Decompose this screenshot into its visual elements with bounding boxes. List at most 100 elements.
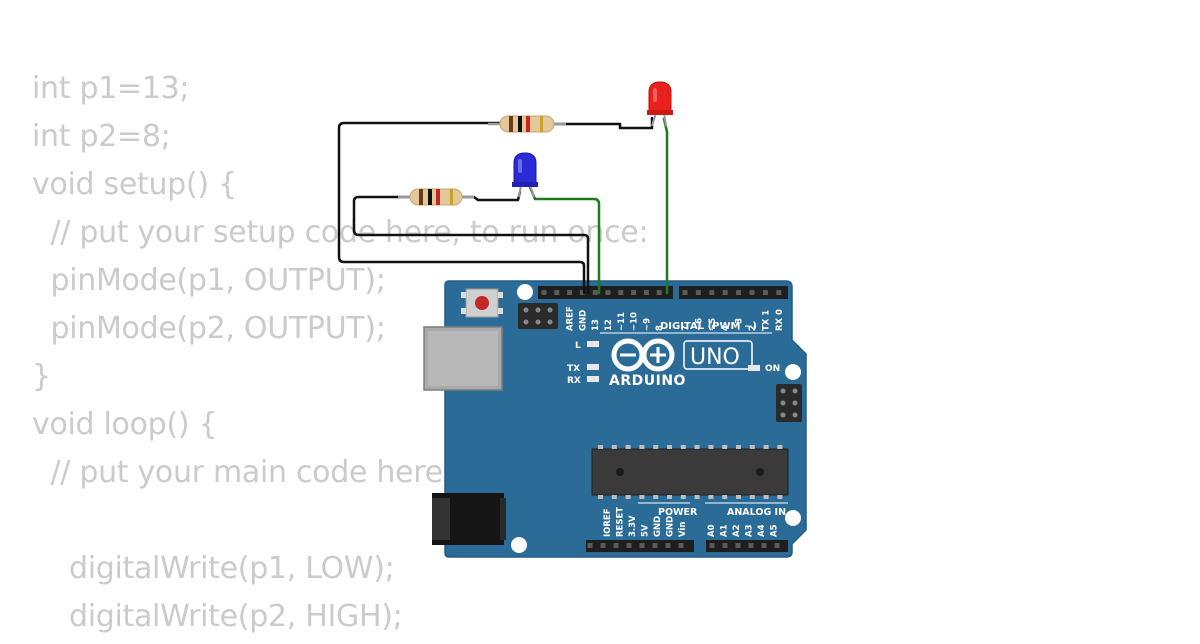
pin-label: 13 [591, 319, 601, 331]
pin-label: GND [666, 516, 676, 537]
header-pin[interactable] [631, 290, 637, 295]
icsp-header-right [776, 384, 802, 422]
header-pin[interactable] [613, 543, 619, 548]
header-pin[interactable] [748, 543, 754, 548]
code-line: digitalWrite(p2, HIGH); [32, 599, 403, 634]
pin-label: A4 [757, 524, 767, 537]
reset-button-cap[interactable] [475, 296, 489, 310]
pin-label: 2 [748, 325, 758, 331]
code-line: // put your main code here [32, 455, 443, 490]
header-pin[interactable] [605, 290, 611, 295]
header-pin[interactable] [541, 290, 547, 295]
pin-label: ~5 [708, 318, 718, 331]
header-pin[interactable] [639, 543, 645, 548]
code-line: void setup() { [32, 167, 237, 202]
pin-label: ~6 [694, 318, 704, 331]
pin-label: ~3 [735, 318, 745, 331]
header-pin[interactable] [762, 290, 768, 295]
digital-header-right[interactable] [679, 286, 788, 299]
pin-label: 5V [641, 524, 651, 537]
header-pin[interactable] [682, 290, 688, 295]
header-pin[interactable] [665, 543, 671, 548]
analog-label: ANALOG IN [727, 507, 786, 518]
pin-label: Vin [678, 522, 688, 537]
pin-label: GND [653, 516, 663, 537]
header-pin[interactable] [554, 290, 560, 295]
atmega-chip [591, 448, 789, 496]
code-editor-text: int p1=13; int p2=8; void setup() { // p… [32, 62, 649, 638]
mounting-hole [785, 364, 801, 380]
pin-label: 7 [681, 325, 691, 331]
wire-green-pin8[interactable] [662, 117, 669, 295]
resistor-red-led[interactable] [488, 115, 566, 133]
resistor-blue-led[interactable] [398, 188, 474, 206]
model-label: UNO [690, 345, 740, 370]
mounting-hole [785, 510, 801, 526]
code-line: digitalWrite(p1, LOW); [32, 551, 395, 586]
wire-green-pin13[interactable] [528, 185, 601, 295]
pin-label: A3 [745, 524, 755, 537]
pin-label: 3.3V [628, 515, 638, 537]
pin-label: AREF [566, 306, 576, 331]
red-led[interactable] [647, 81, 673, 127]
pin-label: RESET [616, 507, 626, 537]
pin-label: 4 [721, 325, 731, 331]
header-pin[interactable] [722, 290, 728, 295]
pin-label: 8 [655, 325, 665, 331]
digital-label: DIGITAL (PWM ~) [660, 321, 757, 332]
code-line: pinMode(p2, OUTPUT); [32, 311, 386, 346]
rx-led [587, 376, 599, 382]
header-pin[interactable] [656, 290, 662, 295]
header-pin[interactable] [652, 543, 658, 548]
pin-label: A1 [720, 524, 730, 537]
pin-label: GND [578, 310, 588, 331]
header-pin[interactable] [626, 543, 632, 548]
header-pin[interactable] [592, 290, 598, 295]
header-pin[interactable] [774, 543, 780, 548]
header-pin[interactable] [709, 543, 715, 548]
header-pin[interactable] [749, 290, 755, 295]
tx-led [587, 364, 599, 370]
on-led [748, 365, 760, 371]
l-led [587, 341, 599, 347]
code-line: int p2=8; [32, 119, 171, 154]
header-pin[interactable] [587, 543, 593, 548]
header-pin[interactable] [709, 290, 715, 295]
mounting-hole [517, 284, 533, 300]
icsp-header [518, 303, 558, 329]
header-pin[interactable] [643, 290, 649, 295]
wire-black-red-led[interactable] [552, 116, 654, 130]
code-line: int p1=13; [32, 71, 190, 106]
blue-led[interactable] [512, 152, 538, 198]
pin-label: ~9 [642, 318, 652, 331]
header-pin[interactable] [722, 543, 728, 548]
header-pin[interactable] [776, 290, 782, 295]
header-pin[interactable] [735, 543, 741, 548]
header-pin[interactable] [761, 543, 767, 548]
code-line: void loop() { [32, 407, 218, 442]
pin-label: 12 [604, 319, 614, 331]
l-led-label: L [575, 341, 581, 351]
header-pin[interactable] [567, 290, 573, 295]
pin-label: A2 [732, 524, 742, 537]
header-pin[interactable] [695, 290, 701, 295]
on-led-label: ON [765, 364, 780, 374]
header-pin[interactable] [618, 290, 624, 295]
brand-label: ARDUINO [609, 373, 686, 389]
header-pin[interactable] [579, 290, 585, 295]
wire-black-gnd-red[interactable] [337, 121, 586, 295]
mounting-hole [511, 537, 527, 553]
uno-badge [683, 340, 753, 370]
pin-label: A0 [707, 524, 717, 537]
header-pin[interactable] [600, 543, 606, 548]
wire-black-gnd-blue[interactable] [352, 195, 590, 295]
header-pin[interactable] [678, 543, 684, 548]
header-pin[interactable] [736, 290, 742, 295]
code-line: // put your setup code here, to run once… [32, 215, 649, 250]
pin-label: ~10 [630, 312, 640, 331]
pin-label: ~11 [617, 312, 627, 331]
code-line: pinMode(p1, OUTPUT); [32, 263, 386, 298]
rx-led-label: RX [567, 376, 581, 386]
